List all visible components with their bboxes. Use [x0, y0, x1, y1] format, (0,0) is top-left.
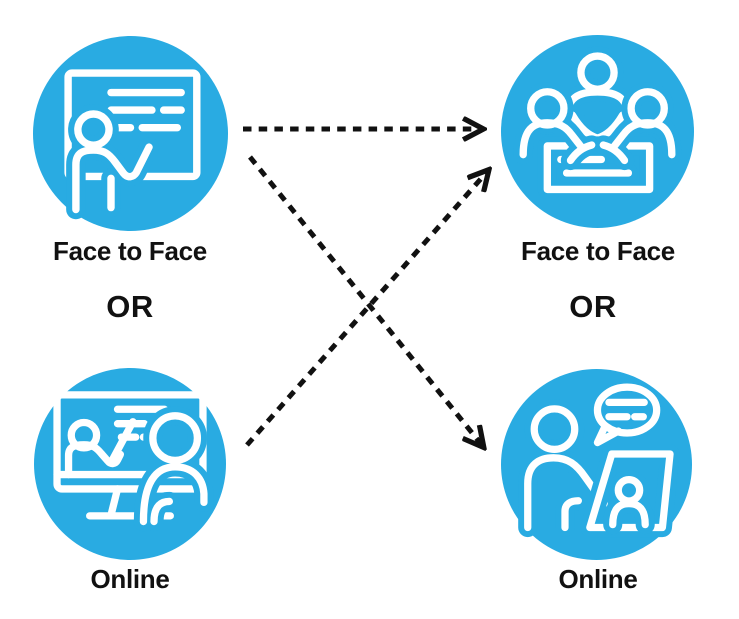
- label-right-or: OR: [569, 289, 617, 324]
- node-left-top-face-to-face: [33, 36, 228, 231]
- node-left-bottom-online: [34, 368, 226, 560]
- teacher-whiteboard-icon: [33, 36, 228, 231]
- label-left-or: OR: [106, 289, 154, 324]
- label-left-face-to-face: Face to Face: [53, 236, 207, 266]
- arrow-diagonal-down: [248, 155, 481, 444]
- node-right-top-face-to-face: [501, 35, 694, 228]
- label-right-face-to-face: Face to Face: [521, 236, 675, 266]
- arrow-diagonal-up: [245, 173, 486, 447]
- label-right-online: Online: [558, 564, 638, 594]
- node-right-bottom-online: [501, 369, 692, 560]
- meeting-table-icon: [501, 35, 694, 228]
- online-classroom-icon: [34, 368, 226, 560]
- label-left-online: Online: [90, 564, 170, 594]
- online-chat-icon: [501, 369, 692, 560]
